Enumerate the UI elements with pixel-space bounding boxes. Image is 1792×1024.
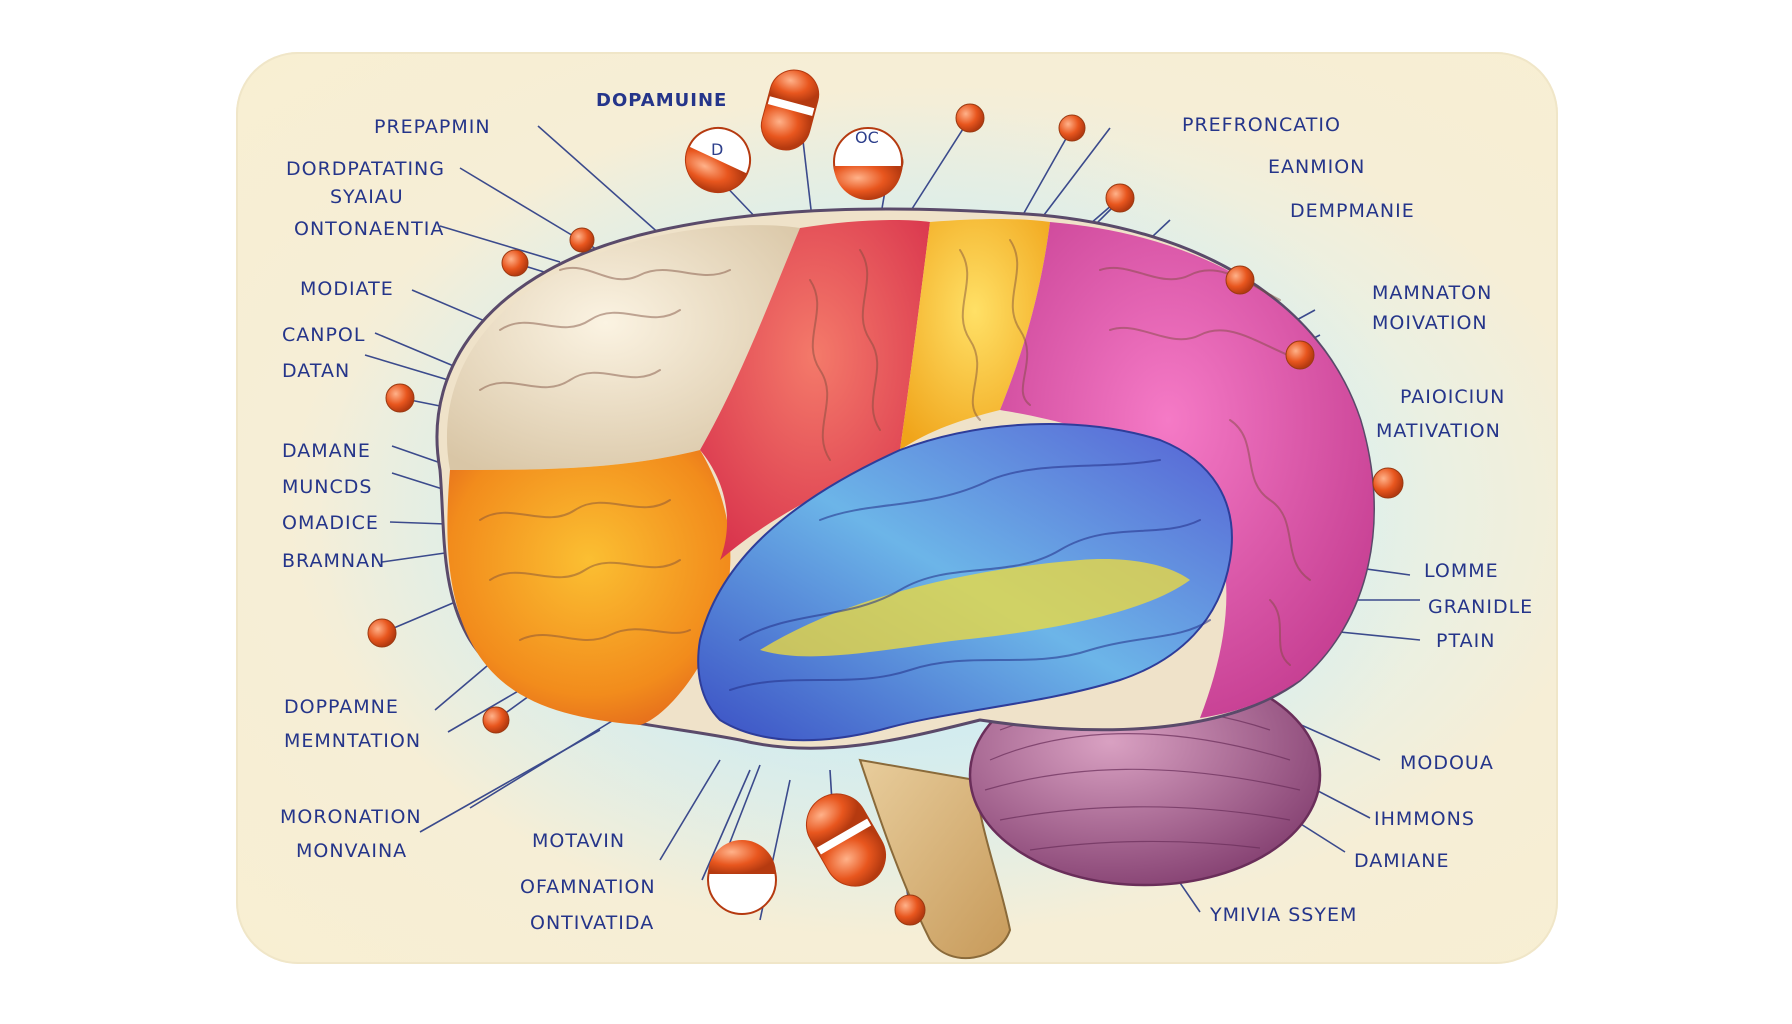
label-syaiau: SYAIAU <box>330 186 404 208</box>
label-ontonaentia: ONTONAENTIA <box>294 218 445 240</box>
gyri-folds <box>479 239 1311 666</box>
cerebellum-folds <box>984 706 1301 851</box>
label-ymivia-ssyem: YMIVIA SSYEM <box>1210 904 1358 926</box>
pill-label-oc: OC <box>855 128 879 147</box>
label-dordpatating: DORDPATATING <box>286 158 445 180</box>
label-prefroncatio: PREFRONCATIO <box>1182 114 1341 136</box>
region-blue-inner-streak <box>760 559 1190 657</box>
label-doppamne: DOPPAMNE <box>284 696 399 718</box>
label-omadice: OMADICE <box>282 512 379 534</box>
label-moivation: MOIVATION <box>1372 312 1488 334</box>
label-modoua: MODOUA <box>1400 752 1494 774</box>
label-mamnaton: MAMNATON <box>1372 282 1493 304</box>
label-lomme: LOMME <box>1424 560 1499 582</box>
blue-band-folds <box>729 459 1211 691</box>
label-eanmion: EANMION <box>1268 156 1366 178</box>
label-damiane: DAMIANE <box>1354 850 1450 872</box>
label-granidle: GRANIDLE <box>1428 596 1534 618</box>
pill-label-d: D <box>711 140 724 159</box>
region-red <box>700 220 930 560</box>
region-cream <box>446 225 800 470</box>
label-canpol: CANPOL <box>282 324 366 346</box>
label-prepapmin: PREPAPMIN <box>374 116 491 138</box>
label-moronation: MORONATION <box>280 806 422 828</box>
label-monvaina: MONVAINA <box>296 840 408 862</box>
label-mativation: MATIVATION <box>1376 420 1501 442</box>
region-yellow <box>900 219 1050 450</box>
label-memntation: MEMNTATION <box>284 730 422 752</box>
region-orange <box>447 450 731 725</box>
label-ptain: PTAIN <box>1436 630 1496 652</box>
label-dempmanie: DEMPMANIE <box>1290 200 1415 222</box>
label-modiate: MODIATE <box>300 278 394 300</box>
label-muncds: MUNCDS <box>282 476 373 498</box>
label-damane: DAMANE <box>282 440 371 462</box>
capsule-molecules <box>685 69 903 915</box>
label-ofamnation: OFAMNATION <box>520 876 656 898</box>
label-bramnan: BRAMNAN <box>282 550 386 572</box>
label-top-title: DOPAMUINE <box>596 90 728 111</box>
label-ihmmons: IHMMONS <box>1374 808 1475 830</box>
label-paioiciun: PAIOICIUN <box>1400 386 1506 408</box>
label-ontivatida: ONTIVATIDA <box>530 912 655 934</box>
label-motavin: MOTAVIN <box>532 830 626 852</box>
brainstem <box>858 758 1012 959</box>
label-datan: DATAN <box>282 360 351 382</box>
